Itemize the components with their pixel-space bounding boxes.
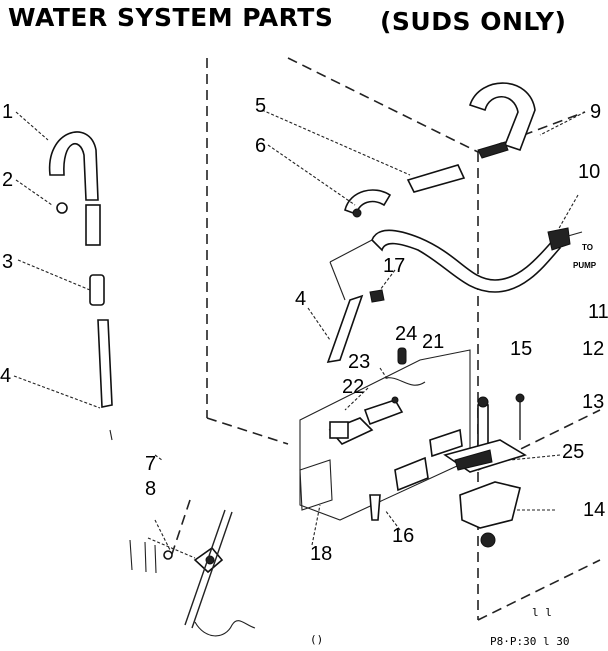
callout-10: 10	[578, 161, 600, 183]
callout-15: 15	[510, 338, 532, 360]
callout-3: 3	[2, 251, 13, 273]
drawing-code: P8·P:30 l 30	[490, 635, 569, 648]
callout-18: 18	[310, 543, 332, 565]
part-25-solenoid	[443, 439, 527, 473]
part-6-elbow	[344, 189, 392, 218]
callout-8: 8	[145, 478, 156, 500]
part-16-screw	[369, 494, 381, 521]
leader-lines	[13, 109, 586, 559]
part-17-fitting	[369, 289, 385, 303]
part-3-coupling	[89, 274, 105, 306]
callout-11: 11	[588, 301, 608, 323]
callout-25: 25	[562, 441, 584, 463]
callout-24: 24	[395, 323, 417, 345]
diagram-title: WATER SYSTEM PARTS	[8, 3, 333, 32]
cabinet-outline	[169, 57, 601, 621]
callout-1: 1	[2, 101, 13, 123]
part-24-clip	[397, 347, 407, 365]
lower-cord	[184, 509, 256, 637]
callout-17: 17	[383, 255, 405, 277]
callout-4-left: 4	[0, 365, 11, 387]
annotation-to: TO	[582, 243, 593, 252]
callout-4-center: 4	[295, 288, 306, 310]
annotation-pump: PUMP	[573, 261, 597, 270]
part-2-clamp	[56, 202, 68, 214]
diagram-qualifier: (SUDS ONLY)	[380, 7, 566, 36]
callout-7: 7	[145, 453, 156, 475]
part-4-left-tube	[97, 319, 113, 441]
callout-2: 2	[2, 169, 13, 191]
callout-21: 21	[422, 331, 444, 353]
callout-23: 23	[348, 351, 370, 373]
part-5-hose-section	[406, 164, 466, 193]
callout-14: 14	[583, 499, 605, 521]
callout-5: 5	[255, 95, 266, 117]
pump-hose	[371, 227, 583, 293]
callout-12: 12	[582, 338, 604, 360]
callout-22: 22	[342, 376, 364, 398]
part-1-hose	[48, 131, 101, 246]
part-23-wire	[384, 377, 426, 386]
part-9-top-hose	[468, 82, 536, 159]
page-mark: l l	[532, 606, 552, 619]
callout-13: 13	[582, 391, 604, 413]
callout-9: 9	[590, 101, 601, 123]
bottom-mark: ()	[310, 633, 323, 646]
part-15-13-screws	[477, 393, 525, 451]
callout-6: 6	[255, 135, 266, 157]
part-4-center-tube	[326, 239, 373, 364]
part-14-bracket	[459, 481, 521, 548]
valve-assembly	[299, 349, 471, 521]
callout-16: 16	[392, 525, 414, 547]
